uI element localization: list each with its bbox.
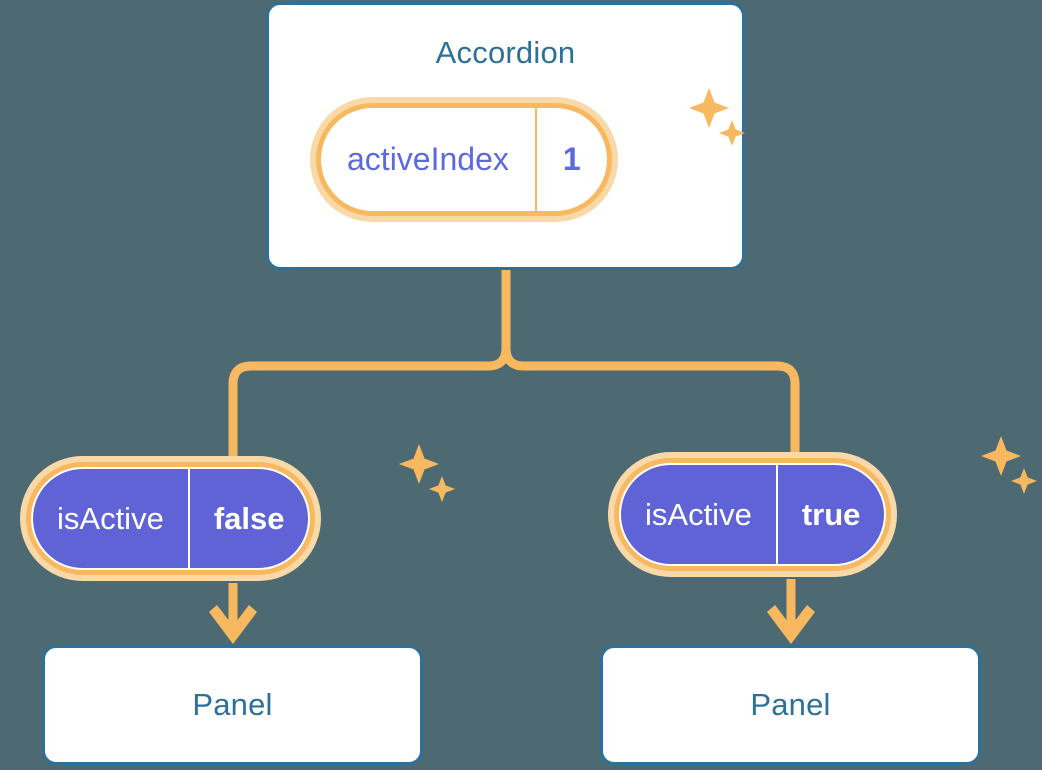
pill-outer-glow: activeIndex 1 <box>310 97 618 222</box>
panel-title-left: Panel <box>192 687 273 722</box>
arrow-right-group <box>767 579 815 644</box>
state-key-active-index: activeIndex <box>321 108 537 211</box>
prop-key-is-active-right: isActive <box>621 465 778 564</box>
arrow-left-head <box>209 605 257 644</box>
panel-node-left[interactable]: Panel <box>42 645 423 765</box>
pill-ring: activeIndex 1 <box>316 103 612 216</box>
prop-pill-left[interactable]: isActive false <box>20 456 322 581</box>
prop-value-is-active-left: false <box>213 500 285 536</box>
pill-outer-glow: isActive true <box>608 452 898 577</box>
pill-ring: isActive true <box>614 458 892 571</box>
pill-ring: isActive false <box>26 462 316 575</box>
pill-body: isActive true <box>619 463 887 566</box>
accordion-title: Accordion <box>435 35 576 70</box>
panel-node-right[interactable]: Panel <box>600 645 981 765</box>
panel-title-right: Panel <box>750 687 831 722</box>
pill-outer-glow: isActive false <box>20 456 322 581</box>
prop-pill-right[interactable]: isActive true <box>608 452 898 577</box>
arrow-right-head <box>767 605 815 644</box>
pill-body: isActive false <box>31 467 311 570</box>
prop-key-is-active-left: isActive <box>33 469 190 568</box>
prop-value-is-active-right: true <box>801 496 861 532</box>
pill-body: activeIndex 1 <box>321 108 607 211</box>
connector-branch-right <box>501 347 800 458</box>
accordion-state-pill[interactable]: activeIndex 1 <box>310 97 618 222</box>
state-value-active-index: 1 <box>562 141 581 177</box>
arrow-left-group <box>209 583 257 644</box>
connector-branch-left <box>228 347 511 462</box>
